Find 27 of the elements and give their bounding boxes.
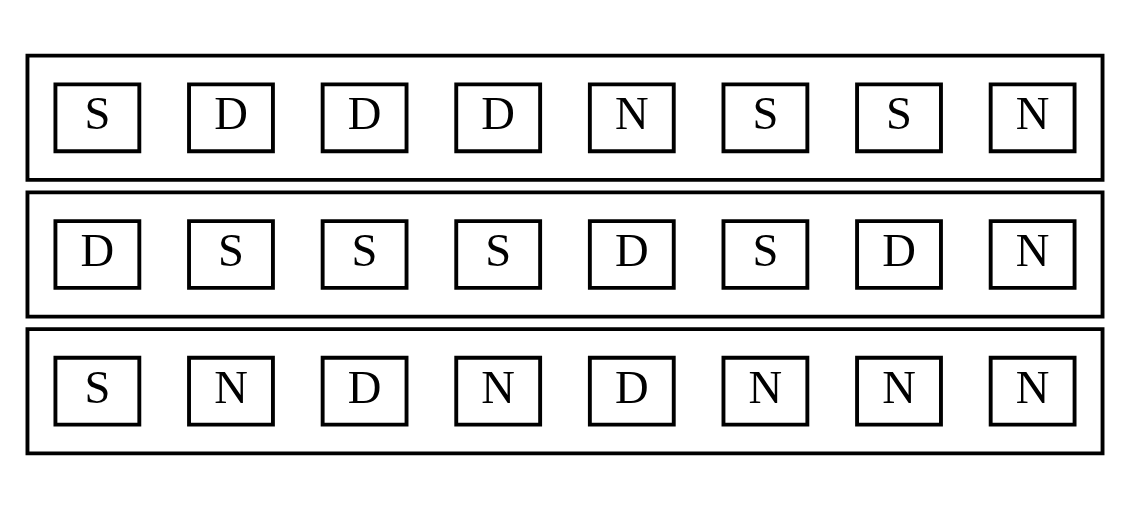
node-box: S <box>721 218 810 290</box>
node-box: S <box>320 218 409 290</box>
node-box: N <box>721 355 810 427</box>
node-box: D <box>53 218 142 290</box>
node-box: N <box>988 355 1077 427</box>
node-box: D <box>187 81 275 153</box>
node-box: N <box>988 81 1077 153</box>
node-box: N <box>587 81 676 153</box>
node-box: S <box>454 218 543 290</box>
node-box: D <box>587 355 676 427</box>
node-box: D <box>587 218 676 290</box>
node-box: S <box>53 355 142 427</box>
node-box: S <box>855 81 943 153</box>
node-box: N <box>855 355 943 427</box>
node-box: S <box>721 81 810 153</box>
node-box: D <box>855 218 943 290</box>
node-box: N <box>454 355 543 427</box>
cluster <box>25 53 1105 182</box>
node-box: N <box>187 355 275 427</box>
cluster <box>25 189 1105 319</box>
node-box: D <box>320 355 409 427</box>
node-box: D <box>320 81 409 153</box>
node-box: N <box>988 218 1077 290</box>
node-box: S <box>53 81 142 153</box>
cluster <box>25 326 1105 455</box>
node-box: D <box>454 81 543 153</box>
node-box: S <box>187 218 275 290</box>
